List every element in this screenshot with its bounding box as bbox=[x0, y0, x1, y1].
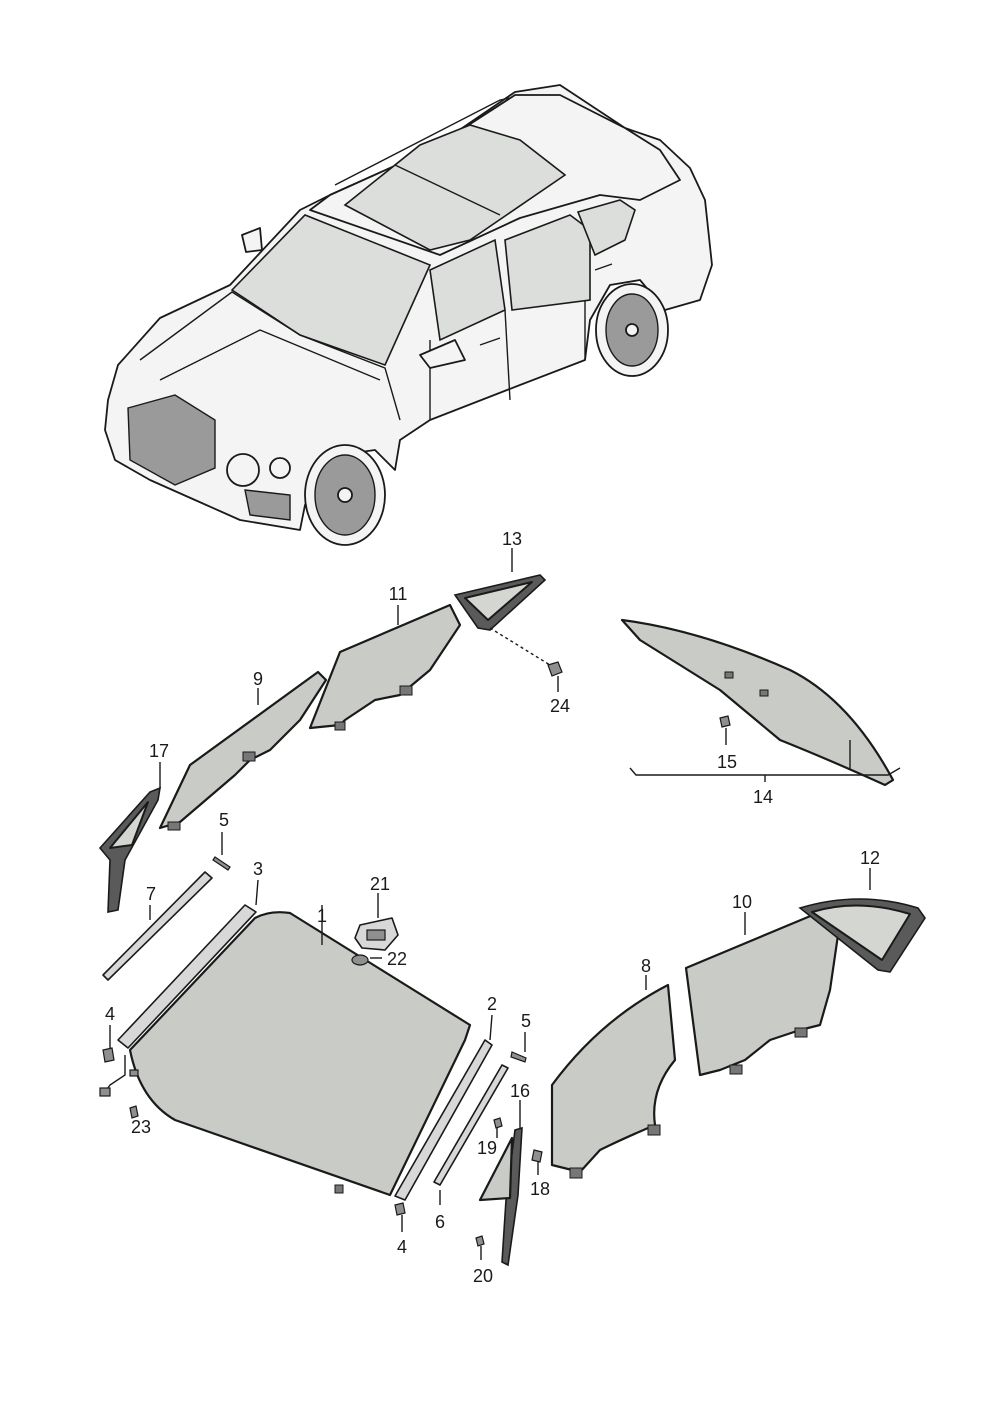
part-15-clip bbox=[719, 715, 731, 745]
car-headlight-aux bbox=[269, 457, 291, 479]
car-grille bbox=[127, 394, 216, 486]
part-9-front-door-glass-left bbox=[158, 670, 328, 831]
label-part-9: 9 bbox=[253, 669, 263, 689]
car-sunroof bbox=[343, 124, 567, 251]
label-part-3: 3 bbox=[253, 859, 263, 879]
label-part-17: 17 bbox=[149, 741, 169, 761]
car-mirror-left bbox=[241, 227, 263, 253]
part-12-quarter-glass-right bbox=[798, 868, 926, 973]
part-4-clip-right bbox=[394, 1202, 406, 1232]
label-part-4-left: 4 bbox=[105, 1004, 115, 1024]
label-part-19: 19 bbox=[477, 1138, 497, 1158]
part-5-screw-right bbox=[510, 1032, 527, 1063]
car-door-mirror bbox=[419, 339, 466, 369]
car-headlight-main bbox=[226, 453, 260, 487]
part-5-screw-upper bbox=[212, 832, 231, 871]
label-part-21: 21 bbox=[370, 874, 390, 894]
label-part-6: 6 bbox=[435, 1212, 445, 1232]
label-part-11: 11 bbox=[389, 584, 408, 604]
part-number-labels: 1 2 3 4 4 5 5 6 7 8 9 10 11 12 13 14 15 … bbox=[105, 529, 880, 1286]
vehicle-overview-illustration bbox=[104, 84, 713, 546]
part-11-rear-door-glass-left bbox=[308, 603, 462, 731]
part-22-sensor-cover bbox=[351, 954, 382, 966]
part-19-clip bbox=[493, 1117, 503, 1138]
label-part-10: 10 bbox=[732, 892, 752, 912]
label-part-20: 20 bbox=[473, 1266, 493, 1286]
part-16-front-quarter-glass-right bbox=[478, 1100, 523, 1267]
part-6-trim-strip-right bbox=[433, 1064, 509, 1205]
part-20-clip bbox=[475, 1235, 485, 1260]
label-part-14: 14 bbox=[753, 787, 773, 807]
label-part-16: 16 bbox=[510, 1081, 530, 1101]
car-quarter-window bbox=[576, 199, 636, 257]
part-13-quarter-glass-left bbox=[453, 548, 547, 631]
part-1-windscreen bbox=[99, 905, 472, 1197]
part-24-clip bbox=[489, 627, 563, 692]
car-lower-intake bbox=[244, 489, 291, 521]
label-part-23: 23 bbox=[131, 1117, 151, 1137]
label-part-18: 18 bbox=[530, 1179, 550, 1199]
label-part-1: 1 bbox=[317, 906, 327, 926]
part-8-front-door-glass-right bbox=[550, 975, 677, 1179]
label-part-7: 7 bbox=[146, 884, 156, 904]
label-part-8: 8 bbox=[641, 956, 651, 976]
part-10-rear-door-glass-right bbox=[684, 910, 840, 1077]
label-part-2: 2 bbox=[487, 994, 497, 1014]
label-part-22: 22 bbox=[387, 949, 407, 969]
label-part-24: 24 bbox=[550, 696, 570, 716]
car-rear-side-window bbox=[504, 214, 591, 311]
part-14-rear-window bbox=[620, 618, 901, 787]
label-part-15: 15 bbox=[717, 752, 737, 772]
part-21-sensor-bracket bbox=[354, 893, 399, 951]
label-part-5-right: 5 bbox=[521, 1011, 531, 1031]
part-17-front-quarter-glass-left bbox=[98, 762, 162, 913]
label-part-4-right: 4 bbox=[397, 1237, 407, 1257]
label-part-13: 13 bbox=[502, 529, 522, 549]
part-4-clip-left bbox=[102, 1025, 115, 1063]
part-2-a-pillar-trim bbox=[394, 1014, 493, 1201]
part-18-screw bbox=[531, 1149, 543, 1175]
label-part-12: 12 bbox=[860, 848, 880, 868]
part-3-windscreen-seal bbox=[117, 879, 259, 1049]
label-part-5-upper: 5 bbox=[219, 810, 229, 830]
part-7-trim-strip bbox=[102, 871, 213, 981]
